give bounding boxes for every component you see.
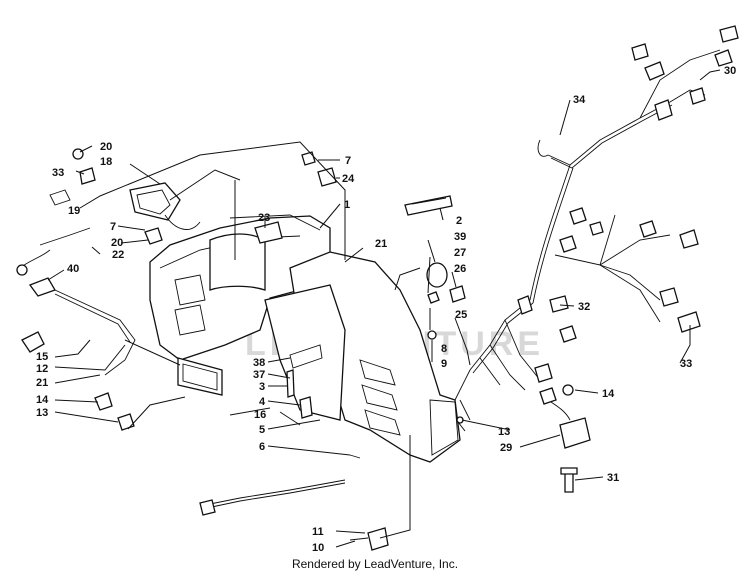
callout-21: 21 [36, 377, 48, 389]
callout-25: 23 [258, 212, 270, 224]
leader-lines [47, 69, 721, 548]
callout-29: 27 [454, 247, 466, 259]
callout-16: 14 [36, 394, 49, 406]
callout-32: 31 [607, 472, 619, 484]
callout-5: 5 [259, 424, 265, 436]
callout-37: 37 [253, 369, 265, 381]
callout-15: 13 [36, 407, 48, 419]
callout-30: 29 [500, 442, 512, 454]
callout-36: 33 [52, 167, 64, 179]
console-body [149, 214, 461, 463]
callout-labels: 20 18 33 19 7 20 22 40 15 12 21 14 13 7 … [36, 65, 736, 554]
callout-34: 33 [680, 358, 692, 370]
callout-10: 10 [312, 542, 324, 554]
callout-27: 25 [455, 309, 467, 321]
callout-1: 1 [344, 199, 350, 211]
voltage-regulator [539, 384, 591, 493]
callout-19: 18 [100, 156, 112, 168]
callout-31: 30 [724, 65, 736, 77]
callout-38: 38 [253, 357, 265, 369]
callout-20-lower: 20 [111, 237, 123, 249]
callout-33: 32 [578, 301, 590, 313]
callout-23: 20 [100, 141, 112, 153]
callout-40: 40 [67, 263, 79, 275]
callout-6: 6 [259, 441, 265, 453]
callout-18: 16 [254, 409, 266, 421]
callout-17: 15 [36, 351, 48, 363]
callout-8: 8 [441, 343, 447, 355]
small-hardware [254, 151, 466, 551]
callout-11: 11 [312, 526, 324, 538]
callout-28: 26 [454, 263, 466, 275]
callout-7-top: 7 [345, 155, 351, 167]
callout-7-left: 7 [110, 221, 116, 233]
callout-9: 9 [441, 358, 447, 370]
callout-35: 34 [573, 94, 586, 106]
callout-39: 39 [454, 231, 466, 243]
wiring-harness [199, 25, 739, 516]
callout-13: 13 [498, 426, 510, 438]
callout-12: 12 [36, 363, 48, 375]
callout-22: 21 [375, 238, 387, 250]
headlight-switch-assembly [16, 148, 201, 431]
callout-4: 4 [259, 396, 266, 408]
credit-text: Rendered by LeadVenture, Inc. [291, 557, 459, 571]
callout-26: 24 [342, 173, 355, 185]
callout-24: 22 [112, 249, 124, 261]
callout-2: 2 [456, 215, 462, 227]
callout-14: 14 [602, 388, 615, 400]
callout-20-upper: 19 [68, 205, 80, 217]
tail-light-assembly [177, 357, 223, 396]
callout-3: 3 [259, 381, 265, 393]
